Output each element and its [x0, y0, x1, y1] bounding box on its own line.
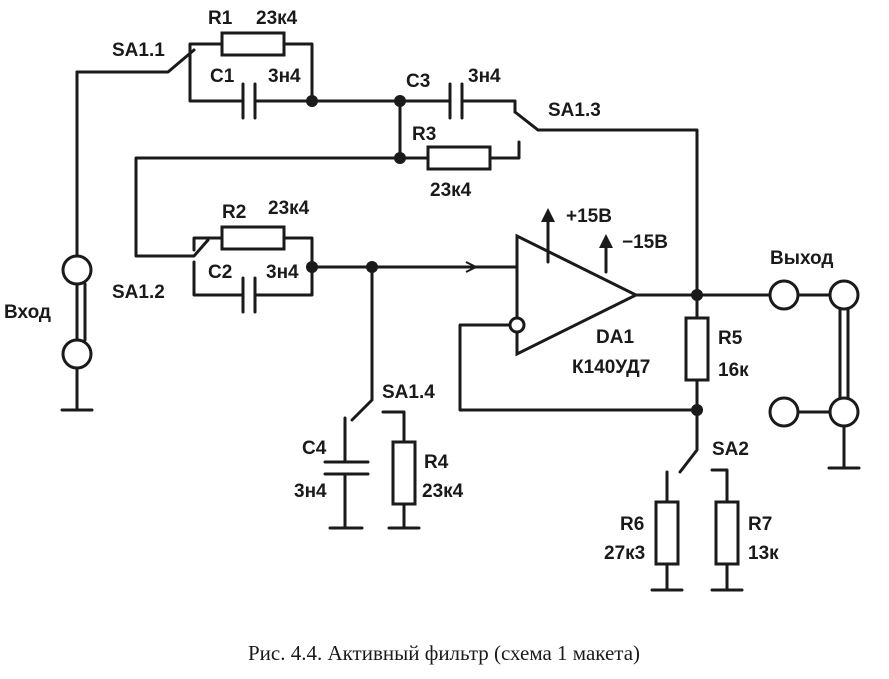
- opamp-da1: [508, 208, 703, 357]
- r5-ref: R5: [718, 328, 743, 349]
- input-terminal-bottom: [61, 338, 93, 370]
- opamp-part: К140УД7: [572, 357, 650, 378]
- r5-value: 16к: [718, 360, 749, 381]
- opamp-inverting-input: [508, 316, 526, 334]
- input-label: Вход: [4, 302, 51, 323]
- sa2-label: SA2: [712, 439, 749, 460]
- output-terminal-2: [828, 279, 860, 311]
- c3-value: 3н4: [468, 66, 501, 87]
- r2-value: 23к4: [268, 198, 310, 219]
- feedback-network: [458, 293, 744, 592]
- resistor-r7: [714, 500, 740, 566]
- c4-r4-block: [323, 265, 421, 530]
- r1-c1-block: [75, 31, 406, 120]
- positive-supply-label: +15В: [566, 206, 612, 227]
- resistor-r1: [220, 31, 286, 57]
- output-terminal-3: [768, 396, 800, 428]
- resistor-r4: [391, 440, 417, 506]
- r6-value: 27к3: [604, 543, 645, 564]
- negative-supply-label: −15В: [622, 232, 668, 253]
- opamp-ref: DA1: [596, 327, 634, 348]
- input-terminals: [60, 70, 94, 412]
- r2-ref: R2: [222, 202, 246, 223]
- resistor-r5: [684, 316, 710, 382]
- sa1-2-label: SA1.2: [112, 282, 165, 303]
- r4-ref: R4: [424, 452, 449, 473]
- opamp-triangle: [515, 233, 640, 357]
- resistor-r6: [654, 500, 680, 566]
- r4-value: 23к4: [422, 481, 464, 502]
- c1-ref: C1: [210, 66, 235, 87]
- c3-ref: C3: [406, 71, 430, 92]
- input-terminal-top: [61, 254, 93, 286]
- output-label: Выход: [770, 248, 833, 269]
- r1-value: 23к4: [256, 8, 298, 29]
- r7-value: 13к: [748, 543, 779, 564]
- c4-ref: C4: [302, 438, 327, 459]
- resistor-r3: [426, 145, 492, 171]
- r3-ref: R3: [412, 124, 436, 145]
- sa1-1-label: SA1.1: [112, 40, 165, 61]
- sa1-3-label: SA1.3: [548, 100, 601, 121]
- output-terminal-1: [768, 279, 800, 311]
- r2-c2-block: [192, 225, 519, 314]
- resistor-r2: [220, 225, 286, 251]
- r6-ref: R6: [620, 514, 644, 535]
- sa1-4-label: SA1.4: [382, 382, 435, 403]
- output-terminals: [695, 279, 861, 470]
- r1-ref: R1: [208, 8, 233, 29]
- c4-value: 3н4: [294, 481, 327, 502]
- c3-r3-block: [134, 82, 699, 297]
- c2-value: 3н4: [266, 262, 299, 283]
- r3-value: 23к4: [430, 180, 472, 201]
- r7-ref: R7: [748, 514, 772, 535]
- c1-value: 3н4: [268, 66, 301, 87]
- c2-ref: C2: [208, 262, 232, 283]
- figure-caption: Рис. 4.4. Активный фильтр (схема 1 макет…: [248, 641, 640, 665]
- output-terminal-4: [828, 396, 860, 428]
